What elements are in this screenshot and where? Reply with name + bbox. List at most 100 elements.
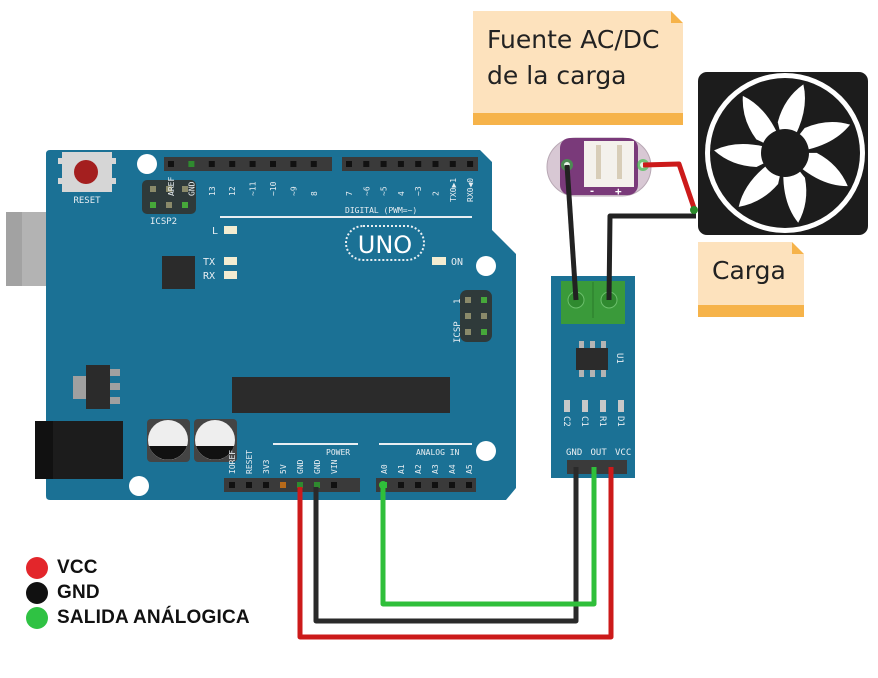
note-power-source-line2: de la carga — [487, 61, 627, 90]
note-power-source: Fuente AC/DC de la carga — [473, 11, 683, 125]
power-pin[interactable] — [297, 482, 303, 488]
icsp-header — [460, 290, 492, 342]
wire-load-vcc — [642, 161, 697, 209]
note-power-source-line1: Fuente AC/DC — [487, 25, 660, 54]
power-pin-label: 3V3 — [262, 459, 271, 474]
sensor-pin-label: OUT — [591, 448, 608, 458]
digital-pin-label: ~9 — [289, 186, 298, 196]
digital-pin[interactable] — [208, 161, 215, 167]
power-pin-label: VIN — [330, 459, 339, 474]
power-pin[interactable] — [314, 482, 320, 488]
reset-label: RESET — [73, 196, 101, 206]
analog-pin[interactable] — [449, 482, 455, 488]
digital-pin-label: 12 — [228, 186, 237, 196]
mounting-hole — [129, 476, 149, 496]
led-rx — [224, 271, 237, 279]
wire-color-legend: VCC GND SALIDA ANÁLOGICA — [26, 555, 250, 630]
power-pin[interactable] — [229, 482, 235, 488]
wire-load-return — [606, 213, 696, 301]
wire-load-gnd — [564, 164, 579, 301]
power-pin[interactable] — [246, 482, 252, 488]
wire-vcc — [297, 467, 614, 640]
analog-pin[interactable] — [432, 482, 438, 488]
legend-item-gnd: GND — [26, 580, 250, 605]
usb-chip — [162, 256, 195, 289]
digital-pin-label: ~6 — [362, 186, 371, 196]
analog-pin-label: A0 — [380, 464, 389, 474]
digital-pin[interactable] — [290, 161, 297, 167]
note-load-text: Carga — [712, 256, 786, 285]
icsp2-label: ICSP2 — [150, 217, 177, 227]
power-pin-label: GND — [313, 459, 322, 474]
fan-load — [698, 72, 868, 235]
led-tx — [224, 257, 237, 265]
digital-pin[interactable] — [432, 161, 439, 167]
led-on-label: ON — [451, 257, 463, 268]
led-tx-label: TX — [203, 257, 215, 268]
digital-section-label: DIGITAL (PWM=~) — [345, 206, 417, 215]
reset-button[interactable] — [58, 152, 116, 192]
capacitor — [147, 419, 190, 462]
analog-pin-label: A4 — [448, 464, 457, 474]
power-pin[interactable] — [263, 482, 269, 488]
led-l — [224, 226, 237, 234]
gnd-color-dot-icon — [26, 581, 48, 604]
digital-pin[interactable] — [168, 161, 174, 167]
digital-pin-label: ~3 — [414, 186, 423, 196]
wire-analog-output — [380, 467, 597, 607]
power-source-jack[interactable] — [546, 137, 652, 197]
current-sensor-module — [551, 276, 635, 478]
analog-section-label: ANALOG IN — [416, 448, 460, 457]
digital-pin-label: ~10 — [269, 181, 278, 196]
uno-logo: UNO — [358, 231, 412, 259]
chip-label: U1 — [614, 353, 624, 364]
digital-header-right — [342, 157, 478, 171]
power-pin[interactable] — [331, 482, 337, 488]
analog-pin[interactable] — [415, 482, 421, 488]
digital-pin-label: 8 — [310, 191, 319, 196]
digital-pin[interactable] — [310, 161, 317, 167]
power-pin-label: GND — [296, 459, 305, 474]
digital-pin-label: 13 — [208, 186, 217, 196]
jack-minus-label: - — [589, 186, 595, 197]
digital-pin[interactable] — [270, 161, 276, 167]
microcontroller-chip — [232, 377, 450, 413]
digital-pin[interactable] — [397, 161, 404, 167]
vcc-color-dot-icon — [26, 556, 48, 579]
digital-pin[interactable] — [449, 161, 456, 167]
digital-pin[interactable] — [415, 161, 422, 167]
voltage-regulator — [73, 365, 120, 409]
analog-pin-label: A2 — [414, 464, 423, 474]
mounting-hole — [476, 441, 496, 461]
analog-pin[interactable] — [398, 482, 404, 488]
component-label: R1 — [597, 416, 607, 427]
digital-pin[interactable] — [188, 161, 195, 167]
sensor-pin-label: GND — [566, 448, 582, 458]
digital-pin-label: 7 — [345, 191, 354, 196]
digital-pin-label: TX0▶1 — [449, 178, 458, 202]
digital-pin-label: RX0◀0 — [466, 178, 475, 202]
power-section-label: POWER — [326, 448, 350, 457]
legend-item-vcc: VCC — [26, 555, 250, 580]
analog-header — [376, 478, 476, 492]
analog-color-dot-icon — [26, 606, 48, 629]
digital-pin[interactable] — [346, 161, 352, 167]
analog-pin-label: A3 — [431, 464, 440, 474]
led-on — [432, 257, 446, 265]
digital-pin[interactable] — [363, 161, 370, 167]
icsp2-header — [142, 180, 196, 214]
digital-pin[interactable] — [380, 161, 387, 167]
power-pin-label: 5V — [279, 464, 288, 474]
led-rx-label: RX — [203, 271, 215, 282]
analog-pin-label: A5 — [465, 464, 474, 474]
power-pin-label: IOREF — [228, 450, 237, 474]
digital-header-left — [164, 157, 332, 171]
component-label: C2 — [561, 416, 571, 427]
digital-pin-label: AREF — [167, 177, 176, 196]
uno-logo-frame — [345, 225, 425, 261]
analog-pin[interactable] — [466, 482, 472, 488]
power-pin[interactable] — [280, 482, 286, 488]
digital-pin[interactable] — [249, 161, 256, 167]
digital-pin[interactable] — [467, 161, 474, 167]
digital-pin[interactable] — [229, 161, 236, 167]
